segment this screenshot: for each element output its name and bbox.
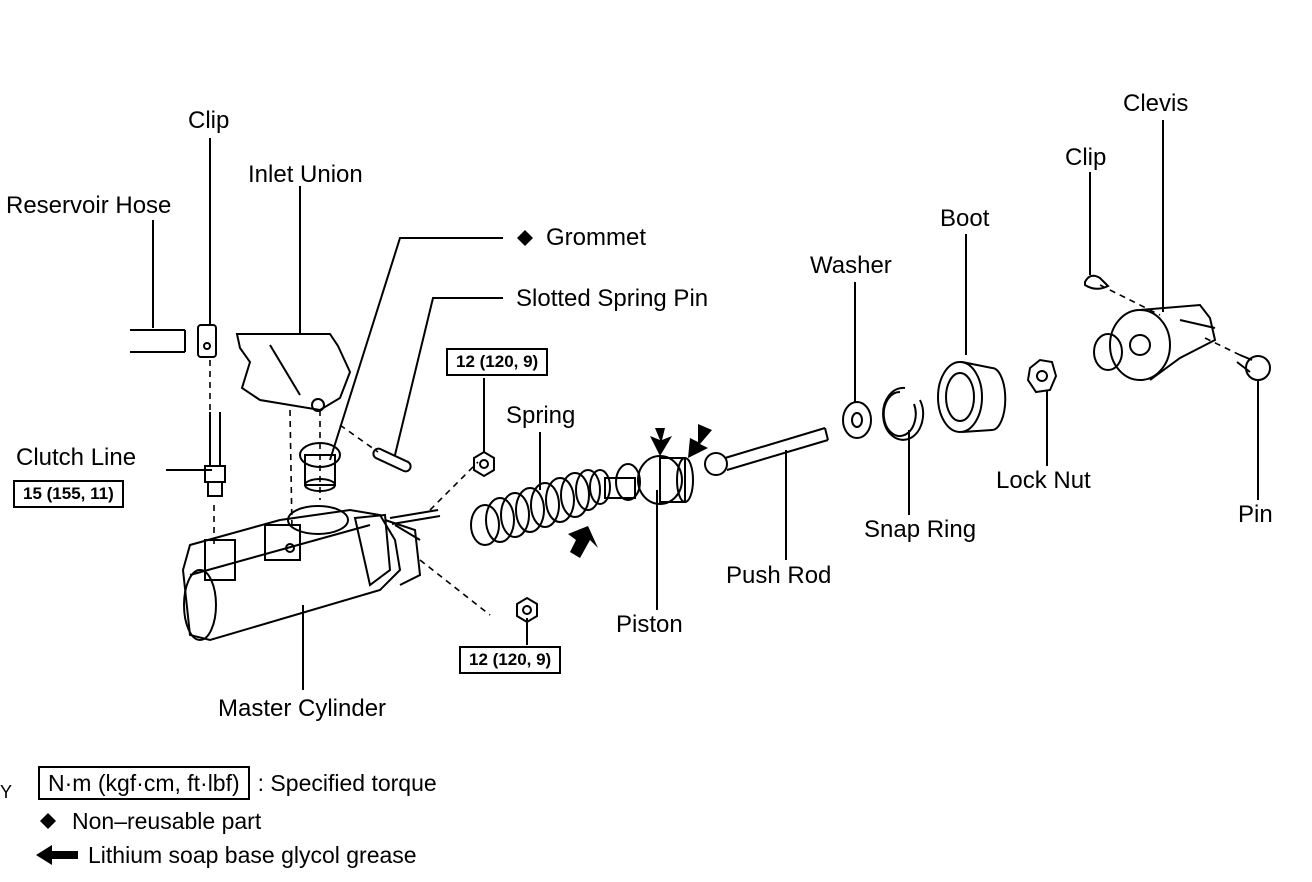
leader-grommet <box>329 237 503 461</box>
dash-slotted <box>339 424 379 453</box>
torque-nut-upper: 12 (120, 9) <box>446 348 549 376</box>
clip-right-part <box>1084 274 1110 290</box>
label-reservoir-hose: Reservoir Hose <box>6 192 172 219</box>
nut-upper-part <box>473 450 495 478</box>
label-clevis: Clevis <box>1123 90 1189 117</box>
grommet-part <box>299 442 341 492</box>
label-clip-top: Clip <box>188 107 230 134</box>
nut-lower-part <box>516 596 538 624</box>
snap-ring-part <box>882 386 925 441</box>
corner-mark: Y <box>0 782 13 802</box>
arrow-icon <box>36 845 78 865</box>
clutch-line-part <box>204 412 226 497</box>
legend-torque-box: N·m (kgf·cm, ft·lbf) <box>38 766 250 800</box>
label-washer: Washer <box>810 252 892 279</box>
label-inlet-union: Inlet Union <box>248 161 363 188</box>
diamond-icon <box>517 230 533 246</box>
legend-grease-text: Lithium soap base glycol grease <box>88 842 417 868</box>
push-rod-part <box>704 427 829 476</box>
inlet-union-part <box>235 333 352 412</box>
grease-arrow-icon <box>568 526 598 558</box>
washer-part <box>842 401 872 439</box>
piston-part <box>604 455 694 505</box>
dash-nut-lower <box>419 559 491 616</box>
label-pin: Pin <box>1238 501 1273 528</box>
label-slotted-spring-pin: Slotted Spring Pin <box>516 285 709 312</box>
boot-part <box>937 361 1007 433</box>
torque-nut-lower: 12 (120, 9) <box>459 646 562 674</box>
legend-nonreusable-text: Non–reusable part <box>72 808 262 834</box>
slotted-spring-pin-part <box>372 447 412 473</box>
label-snap-ring: Snap Ring <box>864 516 977 543</box>
label-push-rod: Push Rod <box>726 562 832 589</box>
label-boot: Boot <box>940 205 990 232</box>
dash-pin <box>1204 337 1241 356</box>
master-cylinder-part <box>181 505 441 642</box>
label-piston: Piston <box>616 611 683 638</box>
clevis-part <box>1093 303 1217 381</box>
dash-nut-upper <box>429 461 479 511</box>
label-master-cylinder: Master Cylinder <box>218 695 387 722</box>
torque-clutch-line: 15 (155, 11) <box>13 480 124 508</box>
label-lock-nut: Lock Nut <box>996 467 1091 494</box>
pin-part <box>1236 354 1271 381</box>
label-spring: Spring <box>506 402 576 429</box>
dash-clip-right <box>1099 284 1161 316</box>
reservoir-hose-part <box>130 329 186 353</box>
dash-union <box>289 409 293 531</box>
clip-part <box>197 324 217 358</box>
lock-nut-part <box>1026 358 1058 394</box>
grease-arrow-icon <box>650 428 672 456</box>
label-clutch-line: Clutch Line <box>16 444 137 471</box>
leader-slotted-pin <box>394 297 503 456</box>
diamond-icon <box>40 813 56 829</box>
legend-torque: N·m (kgf·cm, ft·lbf) : Specified torque <box>38 766 437 800</box>
label-clip-right: Clip <box>1065 144 1107 171</box>
label-grommet: Grommet <box>546 224 647 251</box>
grease-arrow-icon <box>688 424 712 458</box>
legend-torque-text: : Specified torque <box>257 770 437 796</box>
spring-part <box>470 469 611 546</box>
